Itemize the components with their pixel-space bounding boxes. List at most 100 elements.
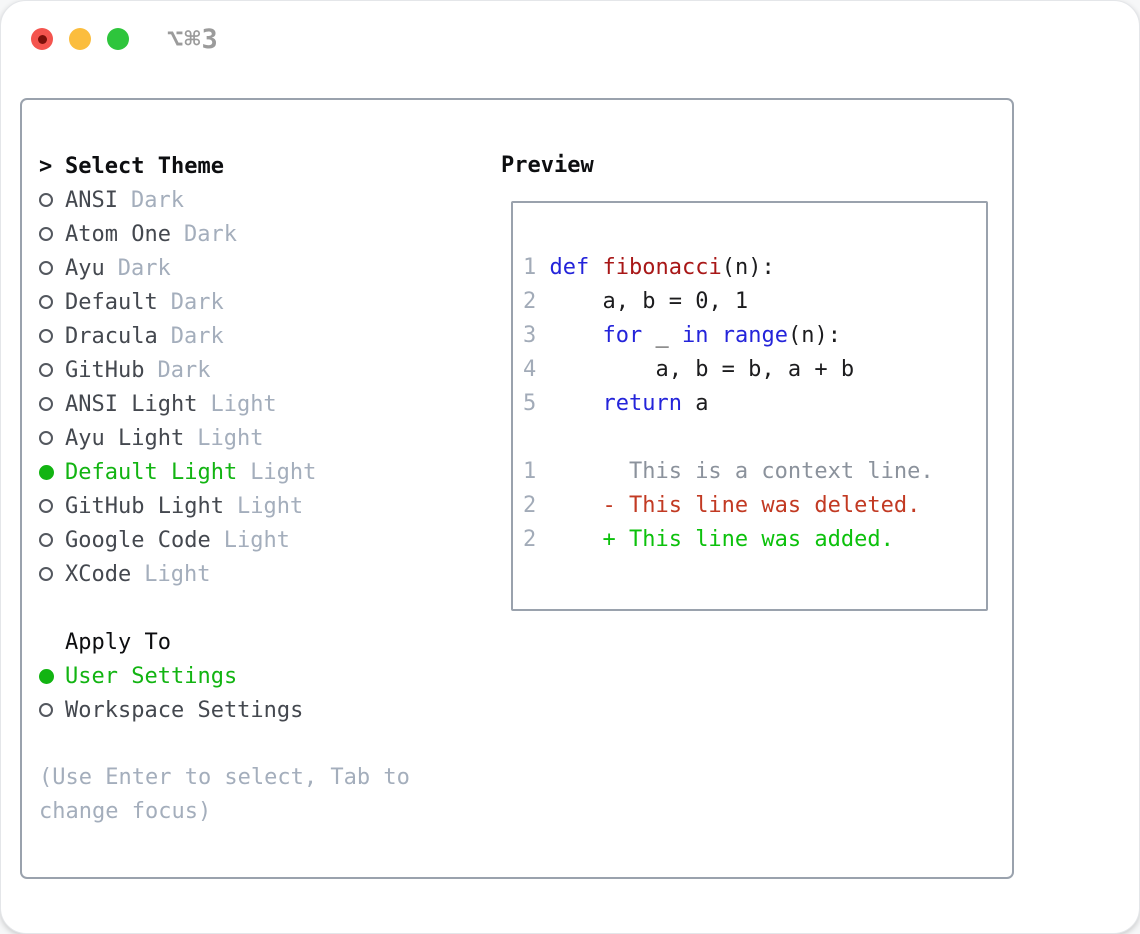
theme-name: Ayu [65,255,105,281]
code-token: fibonacci [602,255,722,280]
code-line: 2 - This line was deleted. [523,489,986,523]
theme-option[interactable]: Ayu Dark [39,251,459,285]
theme-name: ANSI [65,187,118,213]
radio-unselected-icon [39,557,65,591]
radio-unselected-icon [39,353,65,387]
theme-option[interactable]: XCode Light [39,557,459,591]
radio-selected-icon [39,455,65,489]
apply-to-header-row: Apply To [39,625,459,659]
theme-option[interactable]: ANSI Dark [39,183,459,217]
keyboard-hint: (Use Enter to select, Tab to change focu… [39,765,410,824]
code-token: 2 [523,289,550,314]
code-token: for [602,323,643,348]
apply-to-label: User Settings [65,663,238,689]
theme-name: Atom One [65,221,171,247]
code-token [550,391,603,416]
code-token: a [681,391,709,416]
apply-to-option[interactable]: Workspace Settings [39,693,459,727]
zoom-button[interactable] [107,28,129,50]
code-token: range [721,323,788,348]
code-line: 3 for _ in range(n): [523,319,986,353]
theme-variant-tag: Light [236,493,304,519]
theme-option[interactable]: Dracula Dark [39,319,459,353]
theme-variant-tag: Light [144,561,211,587]
radio-selected-icon [39,659,65,693]
theme-name: Default [65,289,158,315]
radio-unselected-icon [39,387,65,421]
code-line: 1 This is a context line. [523,455,986,489]
theme-variant-tag: Light [250,459,317,485]
theme-option[interactable]: Atom One Dark [39,217,459,251]
minimize-button[interactable] [69,28,91,50]
radio-unselected-icon [39,251,65,285]
code-token: in [681,323,709,348]
code-token: 4 [523,357,550,382]
code-token: return [602,391,682,416]
code-token: def [549,255,590,280]
radio-unselected-icon [39,319,65,353]
code-token: 1 [523,255,550,280]
theme-name: Dracula [65,323,158,349]
theme-variant-tag: Light [210,391,277,417]
code-token [708,323,721,348]
code-token: 3 [523,323,550,348]
theme-variant-tag: Dark [157,357,211,383]
theme-name: GitHub [65,357,145,383]
apply-to-option[interactable]: User Settings [39,659,459,693]
theme-variant-tag: Dark [170,323,224,349]
code-token: (n): [721,255,775,280]
code-token [550,323,603,348]
radio-unselected-icon [39,217,65,251]
apply-to-label: Workspace Settings [65,697,304,723]
theme-variant-tag: Light [223,527,290,553]
radio-unselected-icon [39,421,65,455]
radio-unselected-icon [39,489,65,523]
theme-name: Google Code [65,527,211,553]
code-token: 2 [523,493,537,518]
code-token: 1 [523,459,537,484]
focus-cursor-icon: > [39,153,53,179]
titlebar: ⌥⌘3 [1,1,1139,77]
theme-option[interactable]: Default Dark [39,285,459,319]
theme-name: ANSI Light [65,391,198,417]
theme-variant-tag: Light [197,425,264,451]
code-token: + This line was added. [536,527,894,552]
radio-unselected-icon [39,183,65,217]
theme-variant-tag: Dark [130,187,184,213]
theme-name: XCode [65,561,132,587]
close-dot-icon [37,34,47,44]
window-title: ⌥⌘3 [167,24,219,55]
code-line [523,421,986,455]
code-token: a, b = 0, 1 [549,289,749,314]
theme-variant-tag: Dark [170,289,224,315]
theme-name: Default Light [65,459,238,485]
radio-unselected-icon [39,523,65,557]
code-token: 5 [523,391,550,416]
theme-option[interactable]: Default Light Light [39,455,459,489]
theme-variant-tag: Dark [183,221,237,247]
code-token: a, b = b, a + b [549,357,855,382]
code-token: (n): [787,323,841,348]
close-button[interactable] [31,28,53,50]
theme-option[interactable]: GitHub Light Light [39,489,459,523]
theme-picker-title: Select Theme [65,153,224,179]
theme-option[interactable]: GitHub Dark [39,353,459,387]
theme-name: GitHub Light [65,493,224,519]
theme-variant-tag: Dark [117,255,171,281]
preview-title: Preview [501,153,594,178]
code-line: 1 def fibonacci(n): [523,251,986,285]
theme-name: Ayu Light [65,425,185,451]
theme-option[interactable]: Ayu Light Light [39,421,459,455]
code-token: 2 [523,527,537,552]
radio-unselected-icon [39,693,65,727]
apply-to-title: Apply To [65,629,171,655]
theme-option[interactable]: Google Code Light [39,523,459,557]
theme-option[interactable]: ANSI Light Light [39,387,459,421]
code-token: _ [642,323,682,348]
